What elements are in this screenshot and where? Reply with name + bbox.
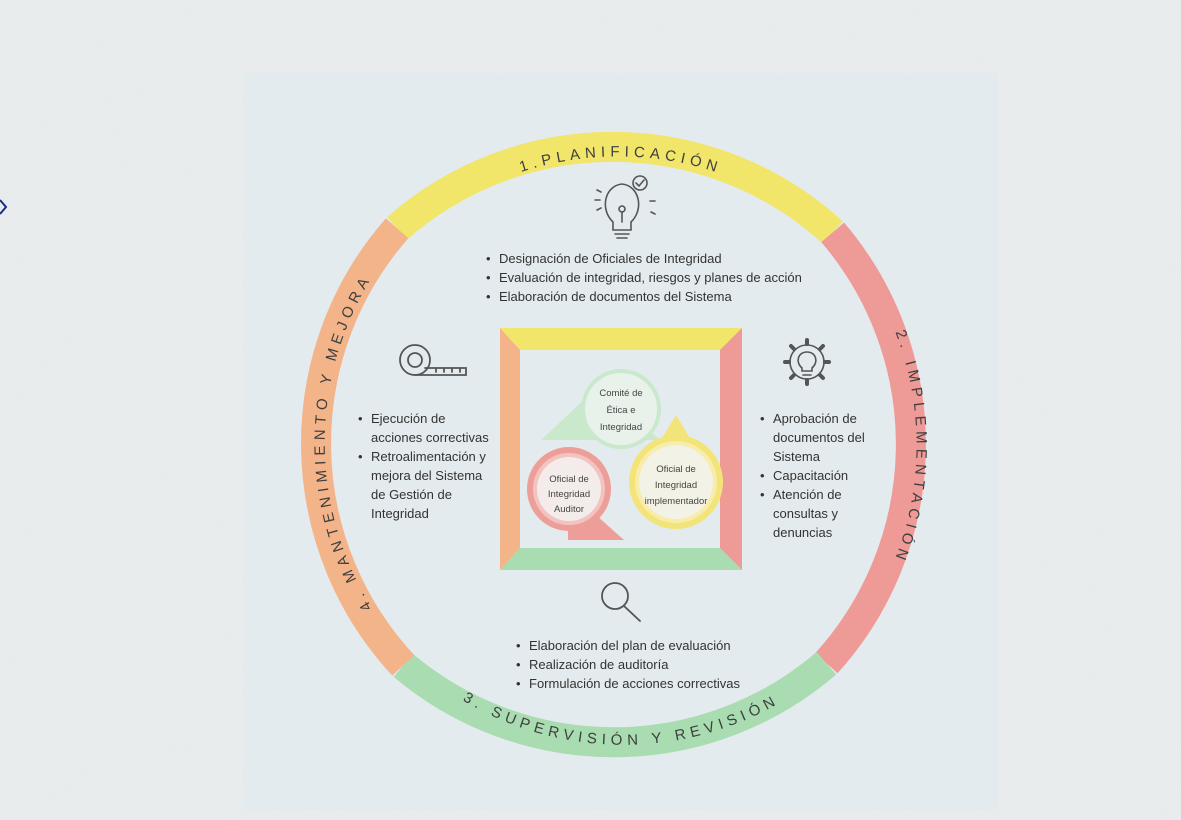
list-item: Elaboración de documentos del Sistema — [486, 287, 806, 306]
oficial-implementador-shape — [629, 415, 723, 529]
ring-segment-planificacion — [387, 131, 843, 244]
lightbulb-check-icon — [594, 175, 656, 239]
implementacion-list: Aprobación de documentos del Sistema Cap… — [760, 409, 880, 542]
ring-segment-supervision — [393, 651, 837, 758]
mantenimiento-list: Ejecución de acciones correctivas Retroa… — [358, 409, 498, 523]
frame-right — [720, 328, 742, 570]
list-item: Ejecución de acciones correctivas — [358, 409, 498, 447]
svg-text:Auditor: Auditor — [554, 504, 584, 515]
frame-bottom — [500, 548, 742, 570]
frame-top — [500, 328, 742, 350]
list-item: Capacitación — [760, 466, 880, 485]
svg-text:Integridad: Integridad — [600, 422, 642, 433]
ring-segment-implementacion — [815, 222, 926, 674]
svg-text:Ética e: Ética e — [606, 405, 635, 416]
svg-text:Comité de: Comité de — [599, 388, 642, 399]
supervision-list: Elaboración del plan de evaluación Reali… — [516, 636, 756, 693]
list-item: Evaluación de integridad, riesgos y plan… — [486, 268, 806, 287]
list-item: Atención de consultas y denuncias — [760, 485, 880, 542]
svg-text:Oficial de: Oficial de — [549, 474, 589, 485]
list-item: Formulación de acciones correctivas — [516, 674, 756, 693]
svg-text:implementador: implementador — [645, 496, 708, 507]
comite-label: Comité de Ética e Integridad — [599, 388, 642, 433]
planificacion-list: Designación de Oficiales de Integridad E… — [486, 249, 806, 306]
comite-shape — [541, 369, 661, 449]
magnifier-icon — [601, 582, 641, 622]
oficial-auditor-shape — [527, 447, 624, 540]
svg-text:Oficial de: Oficial de — [656, 464, 696, 475]
list-item: Elaboración del plan de evaluación — [516, 636, 756, 655]
gear-lightbulb-icon — [783, 338, 831, 386]
frame-left — [500, 328, 520, 570]
measuring-tape-icon — [399, 344, 467, 376]
center-frame — [500, 328, 742, 570]
list-item: Realización de auditoría — [516, 655, 756, 674]
list-item: Designación de Oficiales de Integridad — [486, 249, 806, 268]
edge-arrow-mark — [0, 199, 8, 215]
oficial-auditor-label: Oficial de Integridad Auditor — [548, 474, 590, 515]
list-item: Retroalimentación y mejora del Sistema d… — [358, 447, 498, 523]
svg-text:Integridad: Integridad — [655, 480, 697, 491]
list-item: Aprobación de documentos del Sistema — [760, 409, 880, 466]
svg-text:Integridad: Integridad — [548, 489, 590, 500]
ring-segment-mantenimiento — [301, 218, 415, 676]
oficial-implementador-label: Oficial de Integridad implementador — [645, 464, 708, 507]
